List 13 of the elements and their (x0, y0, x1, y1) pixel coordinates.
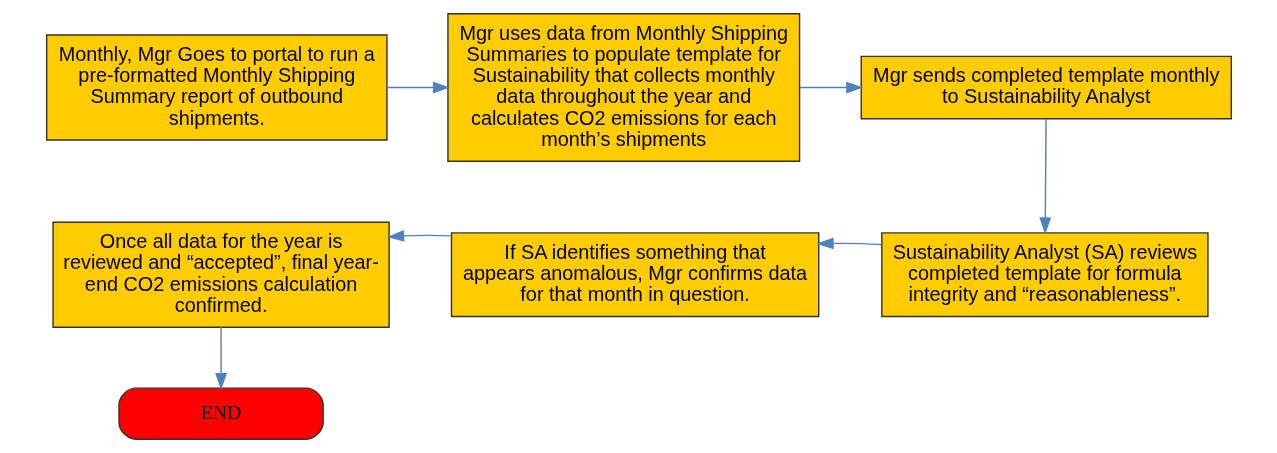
node-box: Mgr sends completed template monthly to Sustainability Analyst (860, 55, 1232, 120)
node-box: Monthly, Mgr Goes to portal to run a pre-formatted Monthly Shipping Summary report of outbound shipments. (45, 34, 388, 141)
arrow (386, 229, 452, 242)
node-box: If SA identifies something that appears anomalous, Mgr confirms data for that month in question. (450, 232, 819, 318)
arrow (1038, 118, 1051, 235)
arrow (214, 326, 227, 391)
arrow (386, 81, 450, 94)
arrow (798, 81, 863, 94)
node-box: END (117, 387, 324, 440)
node-box: Mgr uses data from Monthly Shipping Summaries to populate template for Sustainability that collects monthly data throughout the year and calculates CO2 emissions for each month’s shipments (446, 13, 800, 162)
arrow (816, 237, 882, 250)
node-box: Sustainability Analyst (SA) reviews completed template for formula integrity and “reasonableness”. (880, 232, 1209, 318)
node-box: Once all data for the year is reviewed and “accepted”, final year-end CO2 emissions calculation confirmed. (51, 221, 390, 328)
